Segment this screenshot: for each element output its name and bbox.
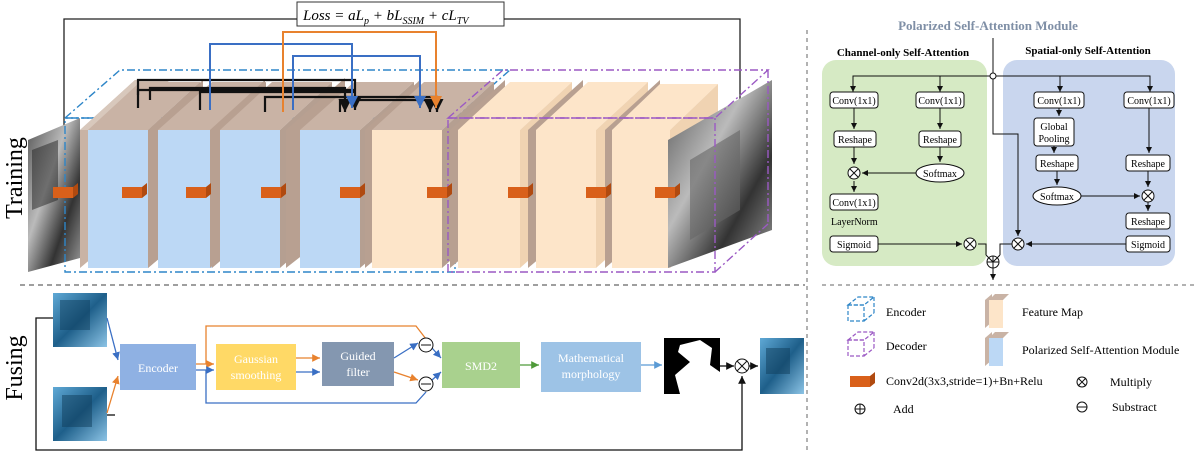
source-image-2 <box>53 387 107 441</box>
legend-decoder-label: Decoder <box>886 339 927 353</box>
morphology-node <box>541 342 641 392</box>
conv-block <box>427 183 452 198</box>
sp-conv1-label: Conv(1x1) <box>1037 96 1080 107</box>
conv-block <box>508 183 533 198</box>
gaussian-node-label-2: smoothing <box>231 368 282 382</box>
encoder-node-label: Encoder <box>138 361 178 375</box>
sp-reshape1-label: Reshape <box>1040 159 1074 170</box>
ch-conv3-box <box>829 193 879 211</box>
psa-output-line <box>986 254 1000 280</box>
legend-subtract-label: Substract <box>1112 400 1157 414</box>
sp-multiply-mark <box>1143 191 1153 201</box>
psa-branch-lines <box>850 75 1153 236</box>
conv-block <box>122 183 147 198</box>
psa-input-node <box>989 72 997 80</box>
sp-reshape3-label: Reshape <box>1131 217 1165 228</box>
legend-psa-label: Polarized Self-Attention Module <box>1022 343 1179 357</box>
conv-block <box>186 183 211 198</box>
sp-reshape2-label: Reshape <box>1131 159 1165 170</box>
training-label: Training <box>2 137 28 219</box>
loss-skip-orange <box>282 31 442 112</box>
legend-encoder-label: Encoder <box>886 305 926 319</box>
legend-psa-icon <box>985 332 1009 366</box>
sp-softmax-label: Softmax <box>1040 192 1074 203</box>
guided-filter-label-2: filter <box>346 365 369 379</box>
legend-conv-icon <box>850 372 875 387</box>
ch-reshape2-label: Reshape <box>923 135 957 146</box>
svg-text:Loss = aLp + bLSSIM + cLTV: Loss = aLp + bLSSIM + cLTV <box>302 8 470 27</box>
loss-skip-blue-1 <box>209 43 358 110</box>
fusing-multiply-mark <box>736 360 748 372</box>
fusing-arrows <box>35 317 758 451</box>
legend-encoder-icon <box>846 296 876 322</box>
conv-block <box>261 183 286 198</box>
encoder-node <box>120 344 196 390</box>
feature-maps <box>80 78 718 268</box>
morphology-label-1: Mathematical <box>558 351 625 365</box>
sp-pool-label-2: Pooling <box>1038 134 1069 145</box>
psa-title: Polarized Self-Attention Module <box>898 18 1078 33</box>
conv-block <box>53 183 78 198</box>
channel-attention-title: Channel-only Self-Attention <box>837 47 969 59</box>
sp-pool-label-1: Global <box>1040 122 1067 133</box>
morphology-label-2: morphology <box>562 367 621 381</box>
spatial-nodes: Conv(1x1) Conv(1x1) Global Pooling Resha… <box>1032 91 1175 253</box>
channel-flow-lines <box>851 108 987 255</box>
guided-filter-label-1: Guided <box>340 349 375 363</box>
loss-skip-blue-2 <box>292 55 426 110</box>
loss-bracket-line <box>63 18 741 135</box>
channel-attention-panel <box>822 60 987 266</box>
legend: Encoder Decoder Feature Map Polarized Se… <box>846 294 1179 416</box>
smd2-node-label: SMD2 <box>465 359 497 373</box>
legend-multiply-label: Multiply <box>1110 375 1152 389</box>
fused-image <box>760 338 804 394</box>
ch-conv1-label: Conv(1x1) <box>832 96 875 107</box>
gaussian-node <box>216 344 296 390</box>
ch-conv2-label: Conv(1x1) <box>918 96 961 107</box>
conv-block <box>586 183 611 198</box>
spatial-attention-title: Spatial-only Self-Attention <box>1025 45 1151 57</box>
source-image-1 <box>53 293 107 347</box>
sp-final-multiply-mark <box>1013 239 1023 249</box>
ch-layernorm-label: LayerNorm <box>831 217 878 228</box>
legend-feature-map-label: Feature Map <box>1022 305 1083 319</box>
ch-reshape1-label: Reshape <box>838 135 872 146</box>
output-image <box>668 80 772 268</box>
conv-block <box>340 183 365 198</box>
ch-softmax-label: Softmax <box>923 169 957 180</box>
ch-final-multiply-mark <box>965 239 975 249</box>
legend-conv-label: Conv2d(3x3,stride=1)+Bn+Relu <box>886 374 1043 388</box>
loss-label: Loss = aLp + bLSSIM + cLTV <box>296 1 505 27</box>
sp-conv2-label: Conv(1x1) <box>1127 96 1170 107</box>
decision-mask <box>664 338 720 394</box>
sp-sigmoid-label: Sigmoid <box>1131 240 1165 251</box>
sp-reshape3-box <box>1125 212 1171 230</box>
ch-reshape1-box <box>833 130 877 148</box>
legend-decoder-icon <box>846 331 876 357</box>
ch-multiply-mark <box>849 168 859 178</box>
conv-block <box>655 183 680 198</box>
decoder-region <box>446 69 770 273</box>
legend-feature-map-icon <box>985 294 1009 328</box>
guided-filter-node <box>322 342 394 386</box>
fusing-label: Fusing <box>2 335 28 400</box>
spatial-flow-lines <box>999 108 1152 255</box>
smd2-node <box>442 342 520 388</box>
legend-add-label: Add <box>893 402 914 416</box>
gaussian-node-label-1: Gaussian <box>234 352 278 366</box>
ch-sigmoid-label: Sigmoid <box>837 240 871 251</box>
ch-conv3-label: Conv(1x1) <box>832 198 875 209</box>
conv-blocks <box>53 183 680 198</box>
